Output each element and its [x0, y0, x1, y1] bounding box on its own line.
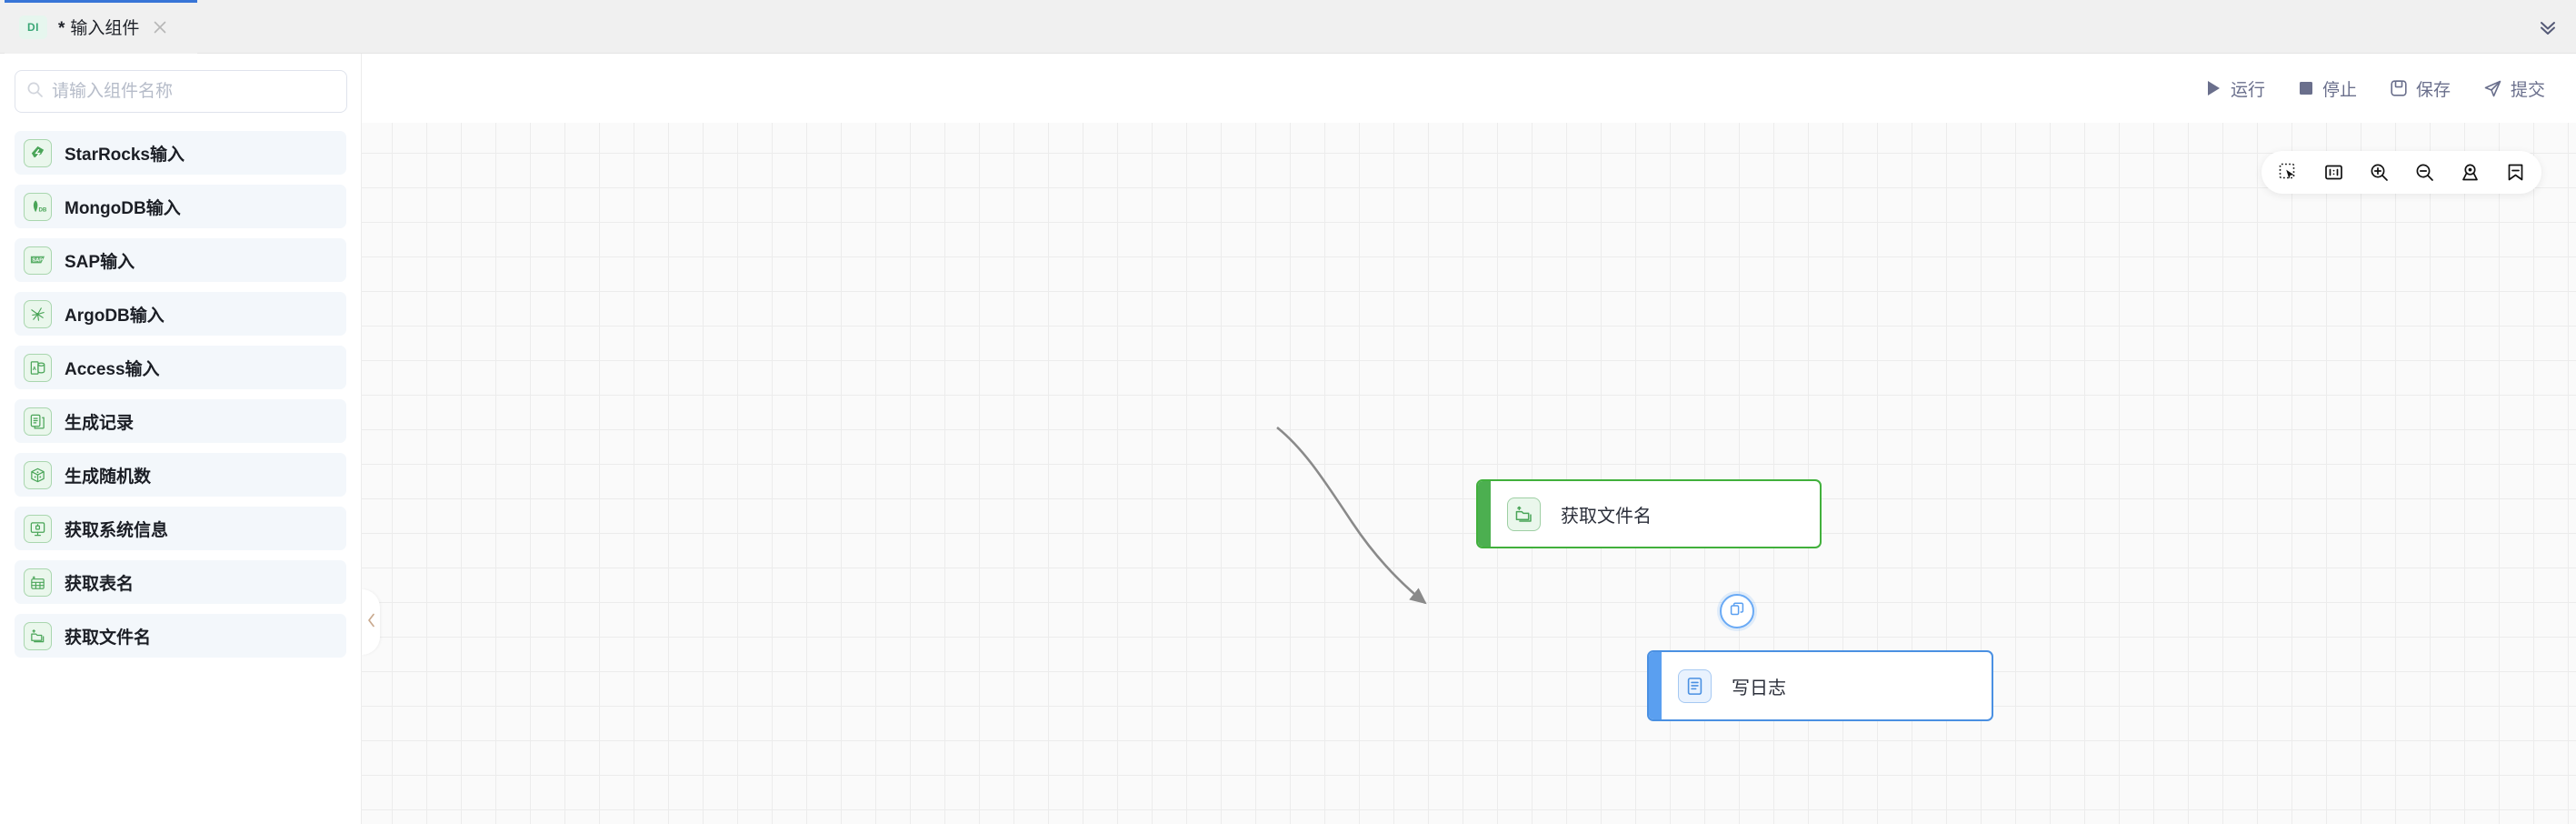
component-item-access[interactable]: A Access输入	[15, 346, 346, 389]
run-button[interactable]: 运行	[2205, 76, 2265, 101]
play-icon	[2205, 79, 2222, 97]
stop-button-label: 停止	[2321, 80, 2357, 100]
component-item-label: MongoDB输入	[65, 198, 181, 218]
component-item-label: StarRocks输入	[65, 145, 185, 165]
component-item-label: 生成记录	[65, 413, 135, 433]
flow-node-write-log[interactable]: 写日志	[1647, 650, 1993, 721]
chevron-double-down-icon[interactable]	[2520, 0, 2576, 54]
floppy-disk-icon	[2390, 79, 2408, 97]
run-button-label: 运行	[2230, 80, 2265, 100]
marquee-select-icon[interactable]	[2274, 159, 2301, 186]
zoom-out-icon[interactable]	[2411, 159, 2438, 186]
component-item-mongodb[interactable]: DB MongoDB输入	[15, 185, 346, 228]
component-list: StarRocks输入 DB MongoDB输入 SAP SAP输入 ArgoD…	[15, 131, 346, 658]
component-item-label: 获取表名	[65, 574, 135, 594]
node-accent-bar	[1649, 652, 1662, 719]
flow-edges	[1276, 426, 1427, 605]
node-accent-bar	[1478, 481, 1491, 547]
component-item-label: 获取文件名	[65, 628, 152, 648]
file-name-folder-icon	[24, 621, 52, 650]
close-icon[interactable]	[151, 18, 169, 36]
component-item-label: Access输入	[65, 359, 160, 379]
system-info-icon	[24, 514, 52, 543]
generate-record-icon	[24, 407, 52, 436]
component-item-file-name[interactable]: 获取文件名	[15, 614, 346, 658]
search-icon	[26, 81, 44, 103]
submit-button[interactable]: 提交	[2483, 76, 2545, 101]
component-sidebar: StarRocks输入 DB MongoDB输入 SAP SAP输入 ArgoD…	[0, 54, 362, 824]
tab-unsaved-marker: *	[58, 19, 65, 38]
save-button[interactable]: 保存	[2390, 76, 2451, 101]
component-item-label: 生成随机数	[65, 467, 152, 487]
component-item-label: ArgoDB输入	[65, 306, 165, 326]
action-bar: 运行 停止 保存 提交	[0, 54, 2576, 123]
tab-bar: DI * 输入组件	[0, 0, 2576, 54]
chevron-left-icon	[365, 611, 377, 634]
svg-text:A: A	[33, 366, 36, 371]
bookmark-icon[interactable]	[2501, 159, 2529, 186]
search-box[interactable]	[15, 70, 347, 113]
table-name-icon	[24, 568, 52, 597]
write-log-icon	[1678, 668, 1712, 703]
mongodb-icon: DB	[24, 192, 52, 221]
node-label: 写日志	[1732, 678, 1786, 698]
action-button-group: 运行 停止 保存 提交	[2205, 76, 2545, 101]
component-item-table-name[interactable]: 获取表名	[15, 560, 346, 604]
tab-type-badge: DI	[19, 15, 47, 39]
argodb-icon	[24, 299, 52, 328]
edge-copy-badge[interactable]	[1720, 594, 1754, 628]
component-item-starrocks[interactable]: StarRocks输入	[15, 131, 346, 175]
starrocks-icon	[24, 138, 52, 167]
component-item-label: SAP输入	[65, 252, 135, 272]
svg-text:DB: DB	[38, 206, 46, 213]
zoom-in-icon[interactable]	[2365, 159, 2392, 186]
flow-canvas[interactable]: 获取文件名 写日志	[362, 123, 2576, 824]
canvas-toolbar	[2261, 151, 2541, 194]
sidebar-collapse-handle[interactable]	[362, 589, 380, 655]
paper-plane-icon	[2483, 79, 2502, 98]
random-number-dice-icon	[24, 460, 52, 489]
node-body: 获取文件名	[1491, 481, 1820, 547]
search-input[interactable]	[52, 81, 335, 102]
submit-button-label: 提交	[2510, 80, 2545, 100]
component-item-generate-record[interactable]: 生成记录	[15, 399, 346, 443]
stop-button[interactable]: 停止	[2298, 76, 2357, 101]
tab-bar-spacer	[197, 0, 2520, 53]
svg-text:SAP: SAP	[32, 257, 43, 263]
file-name-folder-icon	[1507, 497, 1541, 531]
component-item-label: 获取系统信息	[65, 520, 169, 540]
save-button-label: 保存	[2415, 80, 2451, 100]
tab-title: 输入组件	[70, 19, 140, 38]
fit-ratio-1-1-icon[interactable]	[2320, 159, 2347, 186]
component-item-system-info[interactable]: 获取系统信息	[15, 507, 346, 550]
access-db-icon: A	[24, 353, 52, 382]
component-item-argodb[interactable]: ArgoDB输入	[15, 292, 346, 336]
node-body: 写日志	[1662, 652, 1992, 719]
node-label: 获取文件名	[1561, 506, 1652, 527]
component-item-sap[interactable]: SAP SAP输入	[15, 238, 346, 282]
sap-icon: SAP	[24, 246, 52, 275]
stop-square-icon	[2298, 80, 2314, 96]
copy-duplicate-icon	[1729, 601, 1745, 622]
component-item-random-number[interactable]: 生成随机数	[15, 453, 346, 497]
flow-node-get-file-name[interactable]: 获取文件名	[1476, 479, 1822, 548]
tab-input-component[interactable]: DI * 输入组件	[5, 0, 197, 54]
locate-pin-icon[interactable]	[2456, 159, 2483, 186]
